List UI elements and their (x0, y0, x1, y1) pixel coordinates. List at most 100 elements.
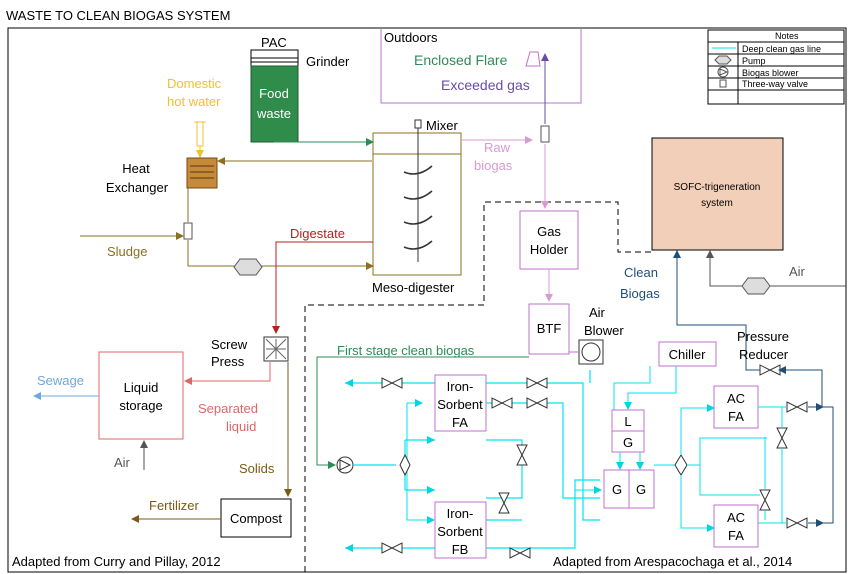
adapted-right-label: Adapted from Arespacochaga et al., 2014 (553, 554, 792, 569)
iron-sorbent-fb-label-3: FB (452, 542, 469, 557)
clean-biogas-label-2: Biogas (620, 286, 660, 301)
ac-fa-bottom-box (713, 504, 759, 548)
ac-fa-top-label-2: FA (728, 409, 744, 424)
sludge-pump-icon (233, 258, 263, 276)
mixer-label: Mixer (426, 118, 458, 133)
domestic-label-1: Domestic (167, 76, 222, 91)
first-stage-label: First stage clean biogas (337, 343, 475, 358)
iron-sorbent-fa-box (434, 374, 487, 432)
food-waste-box (250, 65, 299, 143)
outdoors-label: Outdoors (384, 30, 438, 45)
ac-fa-bottom-label-1: AC (727, 510, 745, 525)
iron-sorbent-fa-label-1: Iron- (447, 379, 474, 394)
compost-label: Compost (230, 511, 282, 526)
outer-frame (7, 27, 847, 573)
screw-press-label-2: Press (211, 354, 245, 369)
ac-fa-bottom-label-2: FA (728, 528, 744, 543)
meso-digester-label: Meso-digester (372, 280, 455, 295)
three-way-valve-raw (540, 125, 550, 143)
liquid-storage-label-1: Liquid (124, 380, 159, 395)
digestate-label: Digestate (290, 226, 345, 241)
clean-biogas-label-1: Clean (624, 265, 658, 280)
iron-sorbent-fb-box (434, 501, 487, 559)
notes-legend: Notes Deep clean gas line Pump Biogas bl… (707, 29, 845, 105)
clean-biogas-line (673, 250, 760, 371)
gas-holder-label-2: Holder (530, 242, 569, 257)
raw-biogas-label-2: biogas (474, 158, 513, 173)
ac-fa-top-label-1: AC (727, 391, 745, 406)
air-pump-icon (741, 277, 771, 295)
sofc-box (651, 137, 784, 251)
chiller-to-lg-line (624, 366, 677, 410)
grinder-label: Grinder (306, 54, 350, 69)
air-right-label: Air (789, 264, 806, 279)
sludge-label: Sludge (107, 244, 147, 259)
notes-item-2: Biogas blower (742, 68, 799, 78)
btf-box (528, 303, 570, 355)
separated-liquid-line (184, 362, 271, 385)
ac-fa-top-box (713, 385, 759, 429)
mixer-icon (414, 119, 422, 129)
gas-holder-box (519, 210, 579, 270)
iron-sorbent-fa-label-2: Sorbent (437, 397, 483, 412)
pac-label: PAC (261, 35, 287, 50)
domestic-label-2: hot water (167, 94, 221, 109)
air-blower-label-2: Blower (584, 323, 624, 338)
iron-sorbent-fb-label-1: Iron- (447, 506, 474, 521)
btf-label: BTF (537, 321, 562, 336)
sofc-label-1: SOFC-trigeneration (674, 182, 761, 193)
air-sofc-line (706, 250, 846, 287)
screw-press-label-1: Screw (211, 337, 248, 352)
liquid-storage-label-2: storage (119, 398, 162, 413)
fertilizer-label: Fertilizer (149, 498, 200, 513)
diamond-left (399, 453, 411, 477)
solids-label: Solids (239, 461, 275, 476)
meso-digester (372, 132, 462, 276)
outdoors-box (380, 28, 582, 104)
gg-g1-label: G (612, 482, 622, 497)
gas-holder-label-1: Gas (537, 224, 561, 239)
sewage-label: Sewage (37, 373, 84, 388)
first-stage-line (316, 356, 529, 469)
flare-icon (525, 51, 541, 67)
three-way-valve-sludge (183, 222, 193, 240)
pump-legend-icon (714, 55, 732, 65)
separated-liquid-label-2: liquid (226, 419, 256, 434)
chiller-label: Chiller (669, 347, 707, 362)
enclosed-flare-label: Enclosed Flare (414, 52, 508, 68)
heat-exchanger-label-2: Exchanger (106, 180, 169, 195)
food-waste-label-1: Food (259, 86, 289, 101)
heat-exchanger-icon (186, 157, 218, 189)
exceeded-gas-label: Exceeded gas (441, 77, 530, 93)
diagram-title: WASTE TO CLEAN BIOGAS SYSTEM (6, 8, 230, 23)
notes-item-0: Deep clean gas line (742, 44, 821, 54)
iron-sorbent-fb-label-2: Sorbent (437, 524, 483, 539)
diamond-right (674, 454, 688, 476)
lg-g-label: G (623, 435, 633, 450)
gg-g2-label: G (636, 482, 646, 497)
air-bottom-label: Air (114, 455, 131, 470)
chiller-box (658, 341, 717, 367)
liquid-storage-box (98, 351, 184, 440)
pressure-reducer-label-1: Pressure (737, 329, 789, 344)
adapted-left-label: Adapted from Curry and Pillay, 2012 (12, 554, 221, 569)
notes-item-1: Pump (742, 56, 766, 66)
air-blower-label-1: Air (589, 305, 606, 320)
dashed-divider (304, 201, 655, 572)
compost-box (220, 498, 292, 538)
raw-biogas-label-1: Raw (484, 140, 511, 155)
notes-item-3: Three-way valve (742, 79, 808, 89)
hot-water-pipe (194, 121, 206, 147)
valve-legend-icon (719, 79, 727, 88)
separated-liquid-label-1: Separated (198, 401, 258, 416)
notes-title: Notes (775, 31, 799, 41)
pressure-reducer-label-2: Reducer (739, 347, 789, 362)
heat-exchanger-label-1: Heat (122, 161, 150, 176)
hx-to-digester-line (187, 188, 372, 266)
lg-l-label: L (624, 414, 631, 429)
food-waste-label-2: waste (256, 106, 291, 121)
navy-loop (820, 406, 834, 524)
sofc-label-2: system (701, 198, 733, 209)
